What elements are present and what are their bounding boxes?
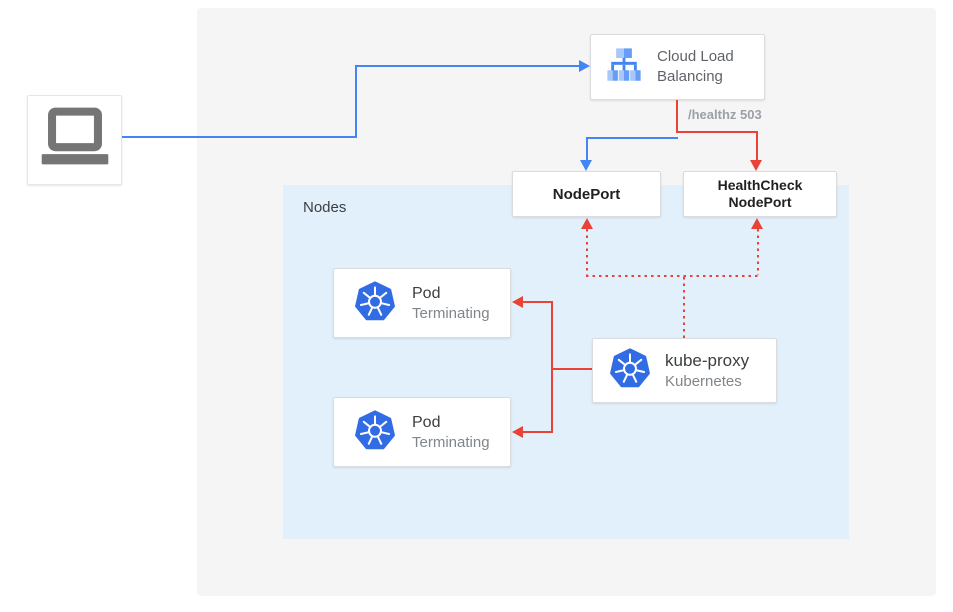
- cloud-load-balancing-icon: [603, 44, 645, 91]
- connector-client-to-lb-v: [355, 65, 357, 138]
- dotted-connector-kubeproxy-stem: [683, 277, 685, 338]
- kube-proxy-node: kube-proxy Kubernetes: [592, 338, 777, 403]
- connector-kubeproxy-to-pods-h: [552, 368, 592, 370]
- connector-client-to-lb-h2: [355, 65, 579, 67]
- kubernetes-icon: [355, 280, 395, 326]
- kube-proxy-title: kube-proxy: [665, 350, 750, 370]
- connector-client-to-lb-h1: [122, 136, 356, 138]
- pod1-status: Terminating: [412, 304, 490, 322]
- kubernetes-icon: [610, 348, 650, 393]
- pod1-labels: Pod Terminating: [412, 283, 490, 324]
- connector-to-pod1-h: [522, 301, 553, 303]
- pod1-title: Pod: [412, 284, 441, 302]
- laptop-icon: [37, 107, 113, 174]
- nodeport-label: NodePort: [552, 185, 621, 203]
- connector-to-pod2-h: [522, 431, 553, 433]
- connector-kubeproxy-to-pods-v: [551, 301, 553, 433]
- cloud-load-balancing-label: Cloud Load Balancing: [657, 48, 734, 85]
- arrowhead-into-pod2: [512, 426, 523, 438]
- dotted-connector-to-nodeport-v: [586, 229, 588, 275]
- nodes-group-label: Nodes: [303, 199, 347, 216]
- pod2-labels: Pod Terminating: [412, 412, 490, 453]
- healthcheck-nodeport-label-line2: NodePort: [728, 194, 792, 210]
- connector-lb-healthz-v1: [676, 100, 678, 133]
- pod2-status: Terminating: [412, 433, 490, 451]
- connector-lb-healthz-h: [676, 131, 758, 133]
- arrowhead-up-into-healthcheck-nodeport: [751, 218, 763, 229]
- healthz-edge-label: /healthz 503: [688, 107, 762, 122]
- kube-proxy-labels: kube-proxy Kubernetes: [665, 350, 749, 392]
- kubernetes-icon: [355, 409, 395, 455]
- healthcheck-nodeport-node: HealthCheck NodePort: [683, 171, 837, 217]
- pod2-title: Pod: [412, 413, 441, 431]
- nodeport-node: NodePort: [512, 171, 661, 217]
- arrowhead-into-healthcheck-nodeport: [750, 160, 762, 171]
- pod1-node: Pod Terminating: [333, 268, 511, 338]
- connector-lb-nodeport-v: [586, 137, 588, 160]
- cloud-load-balancing-node: Cloud Load Balancing: [590, 34, 765, 100]
- connector-lb-healthz-v2: [756, 131, 758, 160]
- connector-lb-nodeport-h: [586, 137, 678, 139]
- healthcheck-nodeport-label-line1: HealthCheck: [717, 177, 803, 193]
- arrowhead-into-nodeport: [580, 160, 592, 171]
- dotted-connector-to-healthcheck-v: [757, 229, 759, 275]
- kube-proxy-subtitle: Kubernetes: [665, 372, 742, 390]
- client-node: [27, 95, 122, 185]
- pod2-node: Pod Terminating: [333, 397, 511, 467]
- dotted-connector-kubeproxy-h: [586, 275, 759, 277]
- arrowhead-into-lb: [579, 60, 590, 72]
- arrowhead-up-into-nodeport: [581, 218, 593, 229]
- arrowhead-into-pod1: [512, 296, 523, 308]
